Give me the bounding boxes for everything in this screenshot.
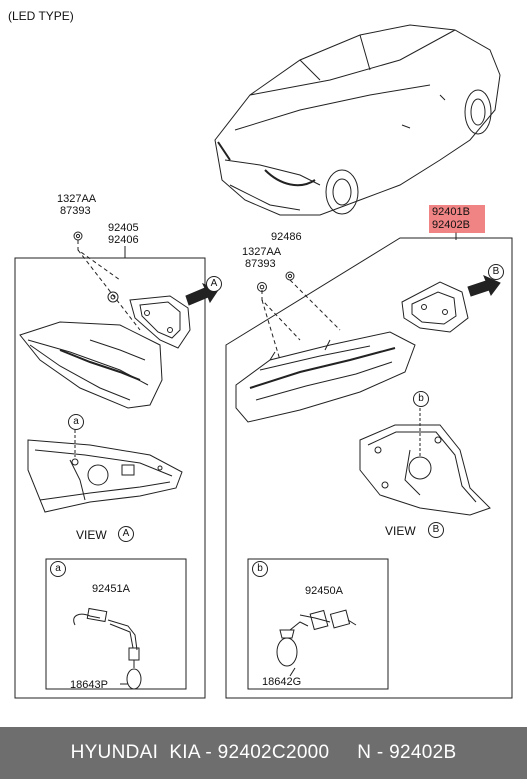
circle-a-small: a: [68, 414, 84, 430]
label-92450a: 92450A: [305, 585, 343, 597]
circle-b-upper: B: [488, 264, 504, 280]
car-illustration: [214, 24, 501, 216]
part-number-footer: HYUNDAI KIA - 92402C2000 N - 92402B: [0, 727, 527, 779]
label-92451a: 92451A: [92, 583, 130, 595]
label-18642g: 18642G: [262, 676, 302, 688]
inset-b-tag: b: [252, 561, 268, 577]
view-a-label: VIEW: [76, 528, 107, 542]
view-a-circle: A: [118, 526, 134, 542]
footer-text: HYUNDAI KIA - 92402C2000 N - 92402B: [70, 742, 457, 763]
label-92401b: 92401B: [432, 206, 470, 218]
view-b-label: VIEW: [385, 524, 416, 538]
view-b-circle: B: [428, 522, 444, 538]
label-92405: 92405: [108, 222, 139, 234]
led-type-header: (LED TYPE): [8, 9, 74, 23]
label-92402b: 92402B: [432, 219, 470, 231]
label-18643p: 18643P: [70, 679, 108, 691]
label-87393-mid: 87393: [245, 258, 276, 270]
label-1327aa-mid: 1327AA: [242, 246, 282, 258]
highlight-92402b: [429, 205, 485, 233]
inset-a-frame: [45, 558, 187, 690]
left-group-frame: [14, 257, 206, 699]
inset-b-frame: [247, 558, 389, 690]
circle-b-small: b: [413, 391, 429, 407]
label-87393-left: 87393: [60, 205, 91, 217]
circle-a-upper: A: [206, 276, 222, 292]
label-1327aa-left: 1327AA: [57, 193, 97, 205]
label-92486: 92486: [271, 231, 302, 243]
right-group-frame: [225, 237, 513, 699]
label-92406: 92406: [108, 234, 139, 246]
inset-a-tag: a: [50, 561, 66, 577]
